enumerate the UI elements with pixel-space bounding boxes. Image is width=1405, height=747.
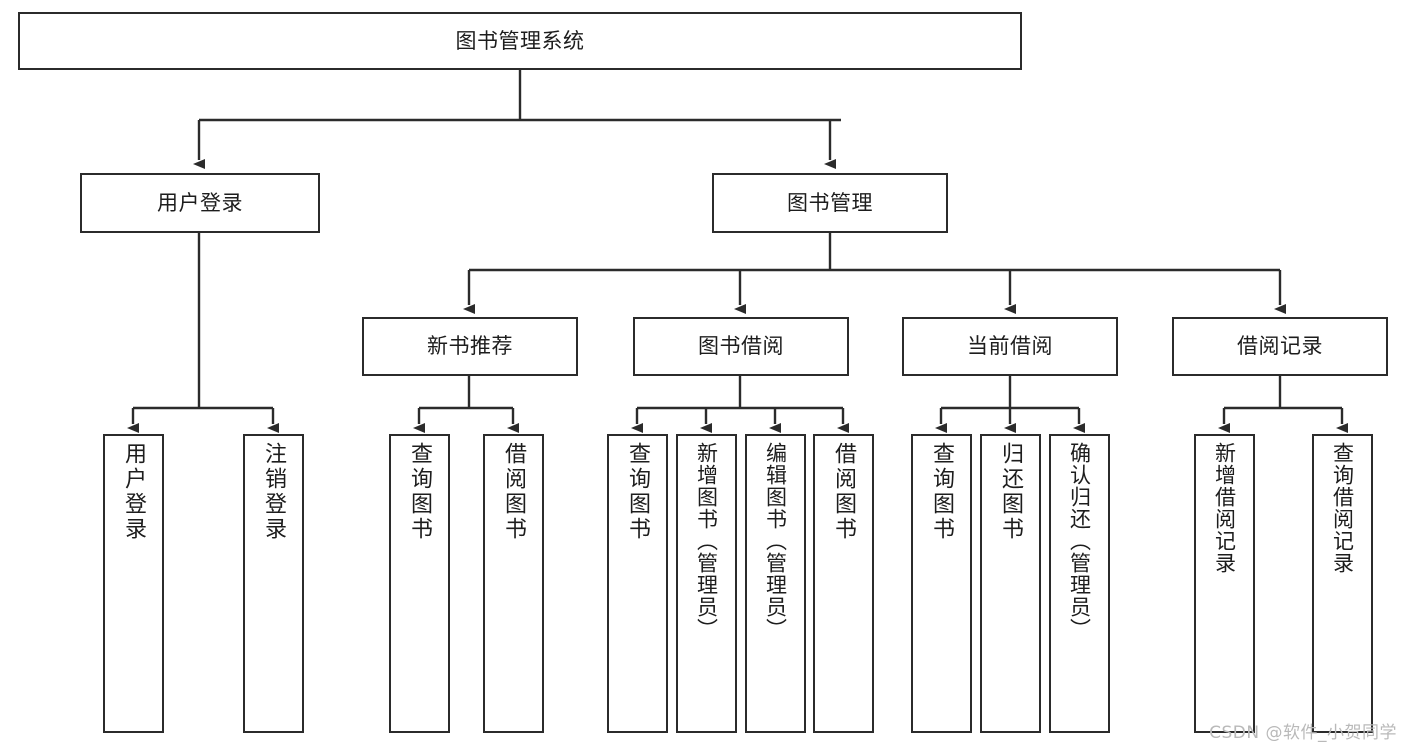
leaf-return-book[interactable]: 归还图书 xyxy=(980,434,1041,733)
leaf-query-borrow-record[interactable]: 查询借阅记录 xyxy=(1312,434,1373,733)
node-book-management-label: 图书管理 xyxy=(787,190,873,215)
node-new-book-recommend[interactable]: 新书推荐 xyxy=(362,317,578,376)
leaf-confirm-return-admin-label: 确认归还（管理员） xyxy=(1067,442,1092,640)
leaf-borrow-book-recommend-label: 借阅图书 xyxy=(501,442,527,542)
leaf-edit-book-admin-label: 编辑图书（管理员） xyxy=(763,442,788,640)
node-book-borrow[interactable]: 图书借阅 xyxy=(633,317,849,376)
node-new-book-recommend-label: 新书推荐 xyxy=(427,334,513,359)
node-borrow-record[interactable]: 借阅记录 xyxy=(1172,317,1388,376)
leaf-user-login-label: 用户登录 xyxy=(121,442,147,542)
leaf-add-borrow-record[interactable]: 新增借阅记录 xyxy=(1194,434,1255,733)
leaf-edit-book-admin[interactable]: 编辑图书（管理员） xyxy=(745,434,806,733)
leaf-add-borrow-record-label: 新增借阅记录 xyxy=(1212,442,1237,574)
leaf-query-book-borrow[interactable]: 查询图书 xyxy=(607,434,668,733)
leaf-logout-label: 注销登录 xyxy=(261,442,287,542)
node-user-login[interactable]: 用户登录 xyxy=(80,173,320,233)
leaf-add-book-admin[interactable]: 新增图书（管理员） xyxy=(676,434,737,733)
node-root-label: 图书管理系统 xyxy=(455,28,585,53)
leaf-logout[interactable]: 注销登录 xyxy=(243,434,304,733)
leaf-query-book-recommend-label: 查询图书 xyxy=(407,442,433,542)
node-user-login-label: 用户登录 xyxy=(157,190,243,215)
node-book-borrow-label: 图书借阅 xyxy=(698,334,784,359)
node-borrow-record-label: 借阅记录 xyxy=(1237,334,1323,359)
leaf-query-book-current[interactable]: 查询图书 xyxy=(911,434,972,733)
leaf-query-book-recommend[interactable]: 查询图书 xyxy=(389,434,450,733)
leaf-return-book-label: 归还图书 xyxy=(998,442,1024,542)
node-root[interactable]: 图书管理系统 xyxy=(18,12,1022,70)
watermark: CSDN @软件_小贺同学 xyxy=(1209,723,1397,743)
leaf-borrow-book-recommend[interactable]: 借阅图书 xyxy=(483,434,544,733)
node-current-borrow-label: 当前借阅 xyxy=(967,334,1053,359)
node-current-borrow[interactable]: 当前借阅 xyxy=(902,317,1118,376)
leaf-user-login[interactable]: 用户登录 xyxy=(103,434,164,733)
leaf-confirm-return-admin[interactable]: 确认归还（管理员） xyxy=(1049,434,1110,733)
leaf-query-book-borrow-label: 查询图书 xyxy=(625,442,651,542)
leaf-query-borrow-record-label: 查询借阅记录 xyxy=(1330,442,1355,574)
leaf-add-book-admin-label: 新增图书（管理员） xyxy=(694,442,719,640)
node-book-management[interactable]: 图书管理 xyxy=(712,173,948,233)
leaf-borrow-book[interactable]: 借阅图书 xyxy=(813,434,874,733)
leaf-query-book-current-label: 查询图书 xyxy=(929,442,955,542)
leaf-borrow-book-label: 借阅图书 xyxy=(831,442,857,542)
